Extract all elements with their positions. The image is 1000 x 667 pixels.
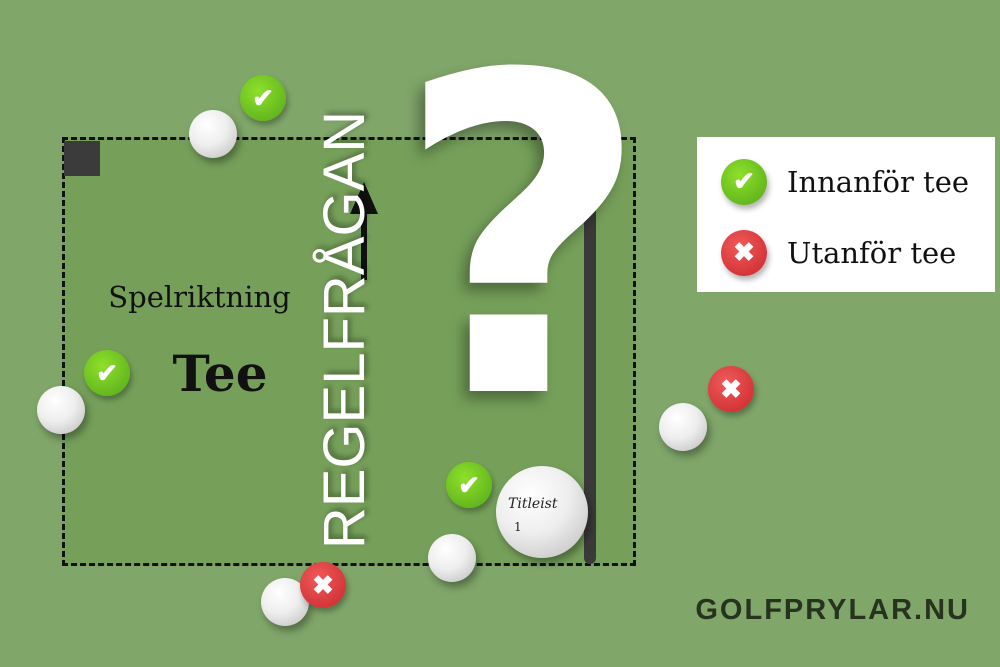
tee-label: Tee [172,344,268,403]
check-icon: ✔ [84,350,130,396]
titleist-golf-ball [496,466,588,558]
cross-icon: ✖ [708,366,754,412]
golf-ball [189,110,237,158]
check-icon: ✔ [721,159,767,205]
title: REGELFRÅGAN [312,110,377,550]
direction-label: Spelriktning [108,280,291,314]
legend-item-inside: ✔ Innanför tee [721,159,969,205]
question-mark-icon: ? [395,0,651,495]
legend-label: Innanför tee [787,165,970,199]
tee-marker [64,141,100,176]
legend-item-outside: ✖ Utanför tee [721,230,956,276]
tee-edge-bar [584,192,596,564]
brand-logo: GOLFPRYLAR.NU [695,594,970,626]
check-icon: ✔ [446,462,492,508]
direction-arrow-icon [350,182,378,214]
check-icon: ✔ [240,75,286,121]
cross-icon: ✖ [721,230,767,276]
golf-ball [37,386,85,434]
cross-icon: ✖ [300,562,346,608]
golf-ball [428,534,476,582]
ball-brand: Titleist [508,496,558,512]
golf-ball [659,403,707,451]
legend-label: Utanför tee [787,236,957,270]
ball-number: 1 [514,520,522,534]
legend: ✔ Innanför tee ✖ Utanför tee [697,137,995,292]
direction-arrow-stem [361,210,367,280]
